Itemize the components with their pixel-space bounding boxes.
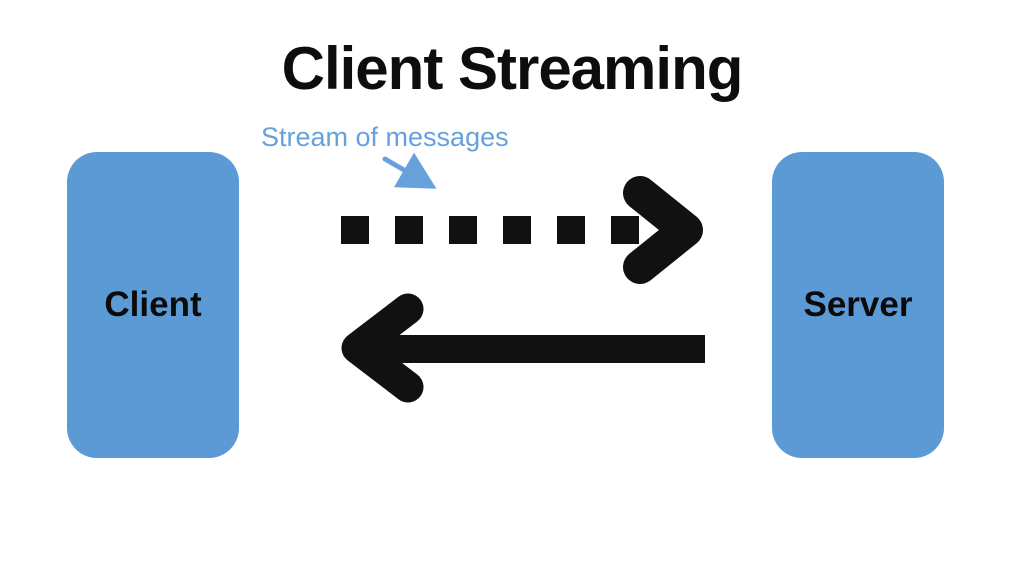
- stream-arrow-icon: [341, 176, 703, 284]
- client-box-label: Client: [104, 285, 202, 324]
- stream-annotation-label: Stream of messages: [261, 122, 509, 152]
- annotation-arrow-icon: [382, 152, 437, 189]
- client-box: Client: [67, 152, 239, 458]
- response-arrow-icon: [341, 293, 705, 403]
- server-box-label: Server: [803, 285, 913, 324]
- page-title: Client Streaming: [281, 35, 744, 102]
- server-box: Server: [772, 152, 944, 458]
